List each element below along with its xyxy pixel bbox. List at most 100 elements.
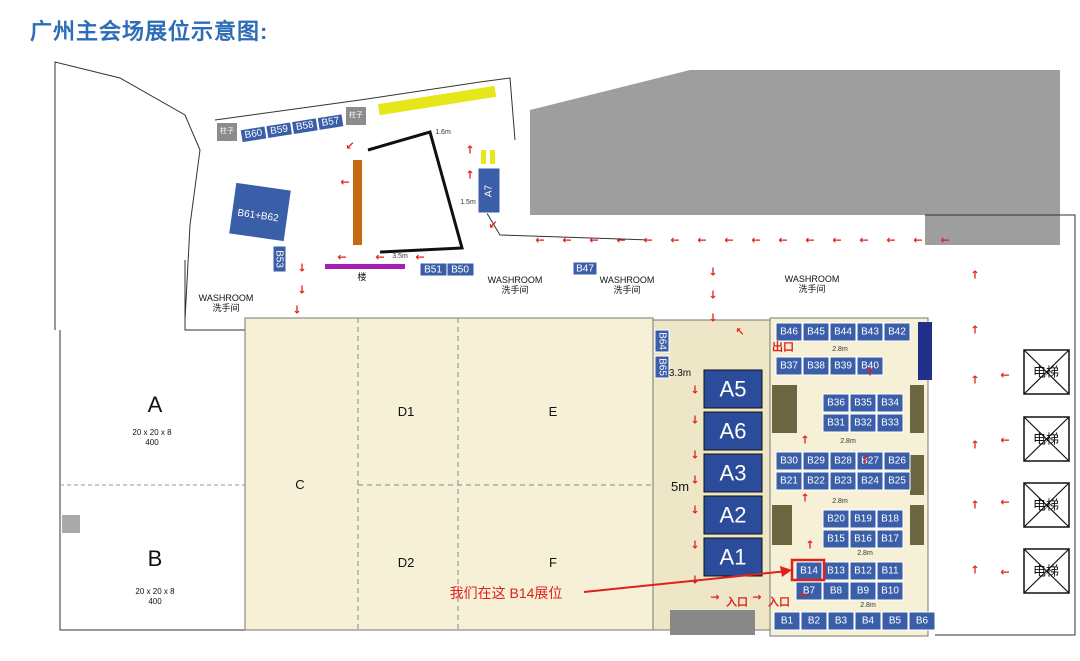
booth-b26[interactable]: B26 xyxy=(883,451,911,471)
route-arrow: ↙ xyxy=(345,140,354,153)
booth-b59[interactable]: B59 xyxy=(265,121,294,140)
stair-marker xyxy=(62,515,80,533)
pillar-2 xyxy=(910,385,924,433)
route-arrow: ← xyxy=(415,251,424,264)
booth-b44[interactable]: B44 xyxy=(829,322,857,342)
booth-b38[interactable]: B38 xyxy=(802,356,830,376)
booth-b13[interactable]: B13 xyxy=(822,561,850,581)
route-arrow: ← xyxy=(805,234,814,247)
booth-label: B18 xyxy=(881,514,899,525)
route-arrow: ← xyxy=(913,234,922,247)
booth-a6[interactable]: A6 xyxy=(703,411,763,451)
booth-b27[interactable]: B27 xyxy=(856,451,884,471)
washroom-wall xyxy=(184,260,245,331)
hall-c-label: C xyxy=(295,477,304,492)
route-arrow: ↑ xyxy=(465,169,474,182)
booth-b10[interactable]: B10 xyxy=(876,581,904,601)
callout-line xyxy=(583,570,789,593)
route-arrow: ↓ xyxy=(690,539,699,552)
booth-b2[interactable]: B2 xyxy=(800,611,828,631)
booth-b35[interactable]: B35 xyxy=(849,393,877,413)
washroom-2-en: WASHROOM xyxy=(488,275,543,285)
booth-b33[interactable]: B33 xyxy=(876,413,904,433)
outer-wall-bottom xyxy=(59,330,245,631)
booth-b9[interactable]: B9 xyxy=(849,581,877,601)
booth-b17[interactable]: B17 xyxy=(876,529,904,549)
booth-b40[interactable]: B40 xyxy=(856,356,884,376)
booth-label: B27 xyxy=(861,456,879,467)
booth-b46[interactable]: B46 xyxy=(775,322,803,342)
booth-b25[interactable]: B25 xyxy=(883,471,911,491)
booth-b42[interactable]: B42 xyxy=(883,322,911,342)
booth-b18[interactable]: B18 xyxy=(876,509,904,529)
booth-b30[interactable]: B30 xyxy=(775,451,803,471)
booth-b47[interactable]: B47 xyxy=(572,261,598,276)
measure-2-8m-5: 2.8m xyxy=(860,602,876,609)
booth-a3[interactable]: A3 xyxy=(703,453,763,493)
booth-a5[interactable]: A5 xyxy=(703,369,763,409)
hall-d2-label: D2 xyxy=(398,555,415,570)
booth-b50[interactable]: B50 xyxy=(446,262,475,277)
booth-b23[interactable]: B23 xyxy=(829,471,857,491)
booth-b31[interactable]: B31 xyxy=(822,413,850,433)
route-arrow: ← xyxy=(1000,496,1009,509)
booth-b20[interactable]: B20 xyxy=(822,509,850,529)
booth-b36[interactable]: B36 xyxy=(822,393,850,413)
booth-b39[interactable]: B39 xyxy=(829,356,857,376)
booth-b19[interactable]: B19 xyxy=(849,509,877,529)
booth-b57[interactable]: B57 xyxy=(316,113,345,132)
booth-label: B20 xyxy=(827,514,845,525)
booth-b7[interactable]: B7 xyxy=(795,581,823,601)
booth-b43[interactable]: B43 xyxy=(856,322,884,342)
booth-b15[interactable]: B15 xyxy=(822,529,850,549)
booth-b12[interactable]: B12 xyxy=(849,561,877,581)
booth-b65-label: B65 xyxy=(657,358,668,376)
booth-label: A6 xyxy=(720,419,747,444)
booth-b24[interactable]: B24 xyxy=(856,471,884,491)
route-arrow: ↓ xyxy=(690,504,699,517)
booth-b28[interactable]: B28 xyxy=(829,451,857,471)
booth-b14[interactable]: B14 xyxy=(795,561,823,581)
route-arrow: ↓ xyxy=(297,262,306,275)
booth-label: B60 xyxy=(244,127,264,141)
booth-label: B58 xyxy=(295,119,315,133)
booth-b61-b62[interactable]: B61+B62 xyxy=(228,181,292,243)
booth-b29[interactable]: B29 xyxy=(802,451,830,471)
booth-b65[interactable]: B65 xyxy=(654,355,670,379)
booth-a7[interactable]: A7 xyxy=(477,167,501,214)
booth-b58[interactable]: B58 xyxy=(290,117,319,136)
booth-a2[interactable]: A2 xyxy=(703,495,763,535)
booth-b8[interactable]: B8 xyxy=(822,581,850,601)
route-arrow: ← xyxy=(832,234,841,247)
booth-a1[interactable]: A1 xyxy=(703,537,763,577)
booth-b11[interactable]: B11 xyxy=(876,561,904,581)
booth-b60[interactable]: B60 xyxy=(239,125,268,144)
booth-b34[interactable]: B34 xyxy=(876,393,904,413)
booth-b1[interactable]: B1 xyxy=(773,611,801,631)
booth-b51[interactable]: B51 xyxy=(419,262,448,277)
booth-b6[interactable]: B6 xyxy=(908,611,936,631)
booth-b16[interactable]: B16 xyxy=(849,529,877,549)
booth-b3[interactable]: B3 xyxy=(827,611,855,631)
outer-wall-left xyxy=(54,61,201,330)
purple-bar xyxy=(325,264,405,269)
booth-b53[interactable]: B53 xyxy=(272,245,287,273)
booth-b64[interactable]: B64 xyxy=(654,329,670,353)
route-arrow: ↑ xyxy=(865,366,874,379)
washroom-3-zh: 洗手间 xyxy=(613,284,640,295)
booth-b32[interactable]: B32 xyxy=(849,413,877,433)
route-arrow: ← xyxy=(1000,566,1009,579)
booth-b4[interactable]: B4 xyxy=(854,611,882,631)
booth-b5[interactable]: B5 xyxy=(881,611,909,631)
pillar-top-mid xyxy=(346,107,366,125)
route-arrow: ← xyxy=(535,234,544,247)
booth-b37[interactable]: B37 xyxy=(775,356,803,376)
route-arrow: ← xyxy=(337,251,346,264)
booth-label: A1 xyxy=(720,545,747,570)
booth-label: B12 xyxy=(854,566,872,577)
booth-label: A3 xyxy=(720,461,747,486)
booth-b21[interactable]: B21 xyxy=(775,471,803,491)
washroom-4-en: WASHROOM xyxy=(785,274,840,284)
booth-b22[interactable]: B22 xyxy=(802,471,830,491)
booth-b45[interactable]: B45 xyxy=(802,322,830,342)
